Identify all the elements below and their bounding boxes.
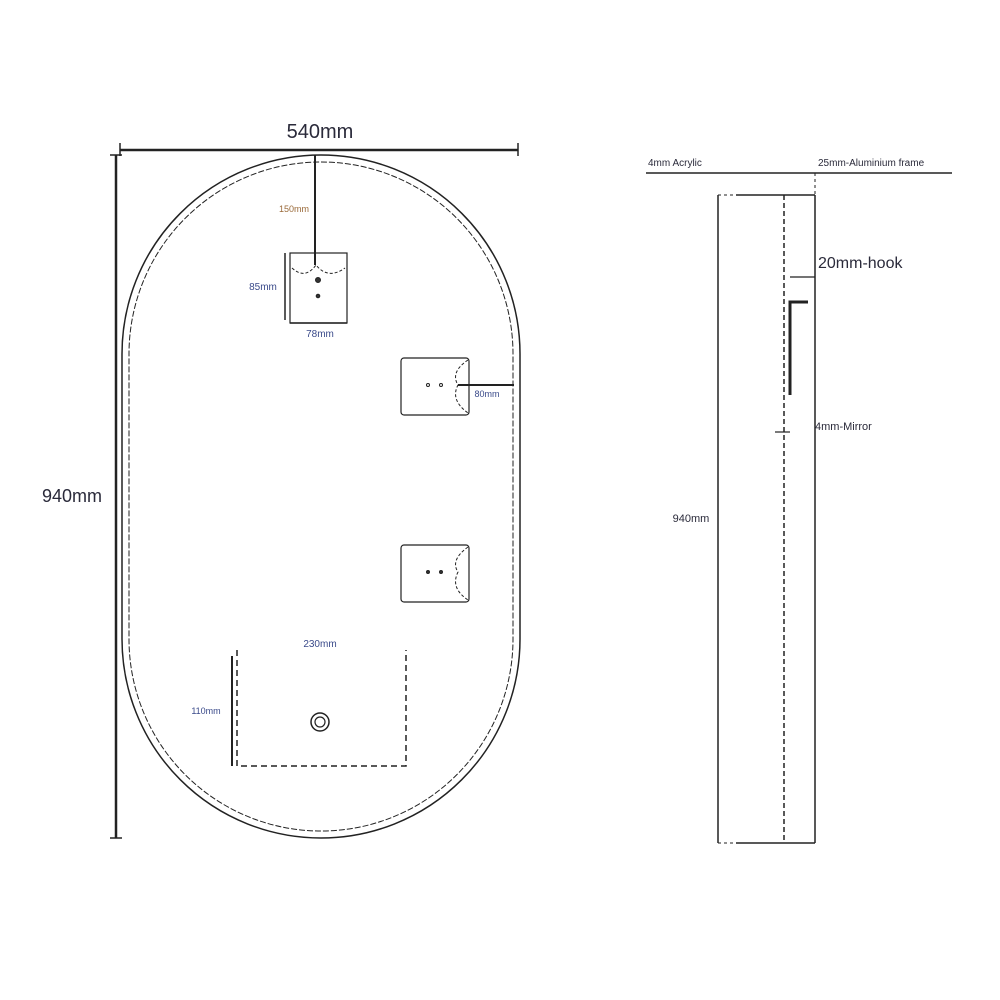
top-offset-label: 150mm [279,204,309,214]
top-hook-bracket [284,155,348,324]
mirror-outer-outline [121,154,521,839]
mirror-label: 4mm-Mirror [815,421,872,433]
touch-switch-icon [310,712,330,732]
side-height-label: 940mm [673,513,710,525]
side-hook-bracket-upper [400,357,514,416]
front-view [110,143,521,839]
acrylic-label: 4mm Acrylic [648,158,702,169]
side-offset-label: 80mm [474,389,499,399]
width-label: 540mm [287,121,354,143]
switch-area [231,650,407,767]
switch-height-label: 110mm [191,706,220,716]
side-view [646,172,952,844]
mirror-inner-outline [128,161,514,832]
switch-width-label: 230mm [303,639,336,650]
hook-label: 20mm-hook [818,255,903,272]
hook-width-label: 78mm [306,329,334,340]
height-label: 940mm [42,486,102,506]
hook-height-label: 85mm [249,282,277,293]
hook-profile [788,300,808,395]
side-hook-bracket-lower [400,544,470,603]
frame-label: 25mm-Aluminium frame [818,158,925,169]
